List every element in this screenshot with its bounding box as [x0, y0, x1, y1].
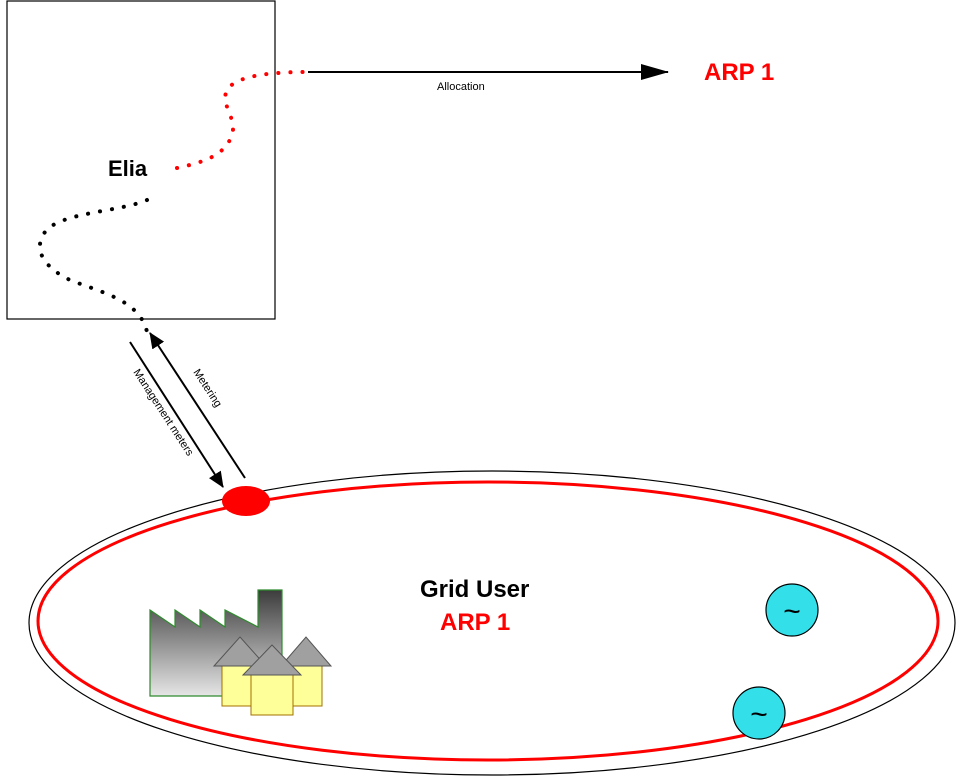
grid-user-title: Grid User: [420, 576, 529, 603]
elia-box: [6, 0, 276, 320]
houses-icon: [212, 636, 333, 716]
metering-arrow: [149, 332, 246, 479]
generator-icon: ~: [732, 686, 786, 740]
connection-point: [222, 486, 270, 516]
generator-icon: ~: [765, 583, 819, 637]
generator-symbol: ~: [750, 698, 768, 731]
allocation-label: Allocation: [437, 81, 485, 93]
red-dotted-link: [175, 70, 310, 170]
generator-symbol: ~: [783, 595, 801, 628]
management-meters-arrow: [129, 341, 224, 488]
arp-top-label: ARP 1: [704, 59, 774, 86]
management-meters-label: Management meters: [130, 367, 195, 459]
grid-user-arp-label: ARP 1: [440, 609, 510, 636]
elia-label: Elia: [108, 156, 148, 181]
